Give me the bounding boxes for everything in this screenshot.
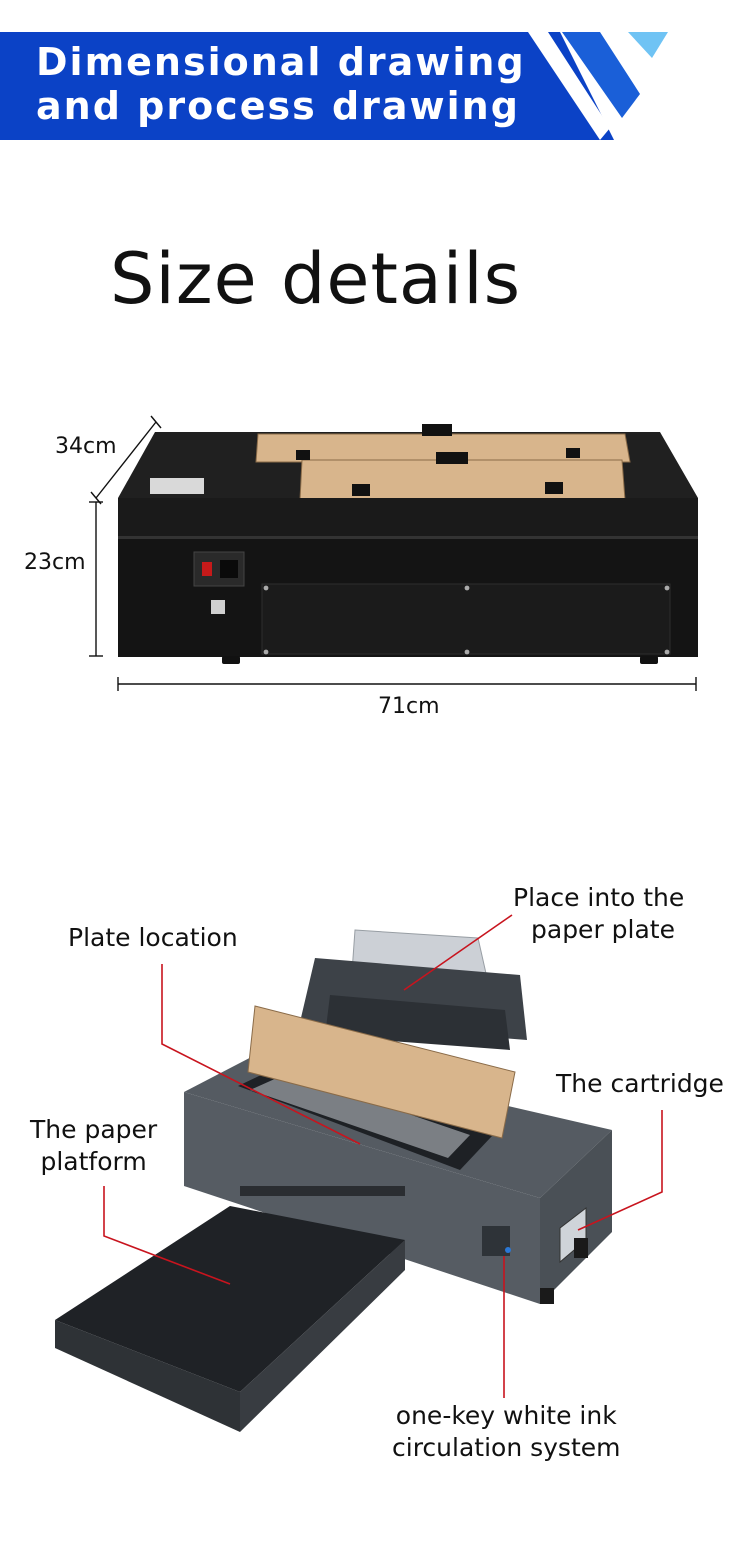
paper-platform-label-line-1: The paper	[30, 1115, 158, 1144]
plate-location-label: Plate location	[68, 923, 238, 952]
paper-platform-label: The paper platform	[30, 1114, 157, 1178]
paper-plate-label-line-1: Place into the	[513, 883, 685, 912]
height-label: 23cm	[24, 550, 86, 575]
dimension-lines	[89, 415, 697, 691]
size-details-title: Size details	[110, 238, 522, 320]
banner-title: Dimensional drawing and process drawing	[36, 40, 526, 128]
depth-label: 34cm	[55, 434, 117, 459]
leader-lines	[103, 914, 663, 1398]
header-banner	[0, 32, 668, 140]
white-ink-label-line-1: one-key white ink	[395, 1401, 617, 1430]
paper-platform-label-line-2: platform	[40, 1147, 147, 1176]
banner-title-line-1: Dimensional drawing	[36, 40, 526, 84]
cartridge-label: The cartridge	[556, 1069, 724, 1098]
paper-plate-label-line-2: paper plate	[531, 915, 675, 944]
white-ink-label: one-key white ink circulation system	[392, 1400, 621, 1464]
banner-title-line-2: and process drawing	[36, 84, 520, 128]
width-label: 71cm	[378, 694, 440, 719]
printer-front-view	[118, 424, 698, 664]
white-ink-label-line-2: circulation system	[392, 1433, 621, 1462]
printer-perspective-view	[55, 929, 612, 1432]
paper-plate-label: Place into the paper plate	[513, 882, 684, 946]
